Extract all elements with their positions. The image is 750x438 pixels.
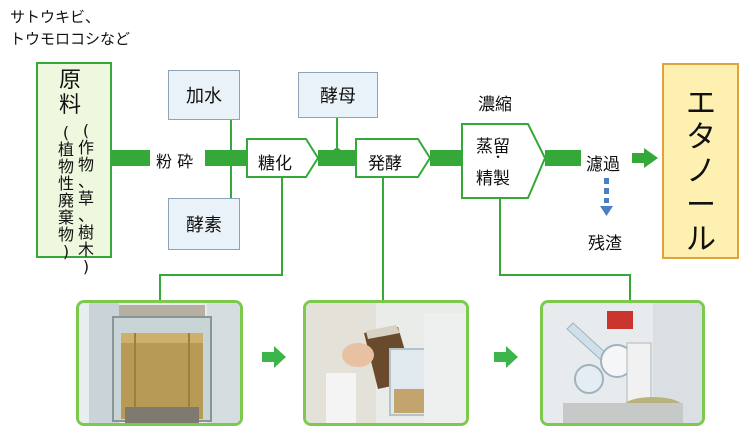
- flow-bar-sacch: [318, 150, 356, 166]
- residue-arrow-head: [600, 206, 613, 216]
- residue-label: 残渣: [588, 234, 622, 254]
- step-distill-label: 蒸留: [476, 137, 510, 157]
- flow-bar-distill: [545, 150, 581, 166]
- raw-material-title: 原 料: [58, 68, 81, 118]
- distillation-apparatus-photo: [540, 300, 705, 426]
- step-concentrate-label: 濃縮: [478, 95, 512, 115]
- water-input-box: 加水: [168, 70, 240, 120]
- step-ferment-label: 発酵: [368, 154, 402, 174]
- flow-bar-crush: [205, 150, 247, 166]
- ethanol-label: エ タ ノ ー ル: [686, 86, 716, 257]
- ethanol-product-box: エ タ ノ ー ル: [662, 63, 739, 259]
- water-enzyme-junction: [227, 154, 235, 162]
- fermentation-pouring-photo: [303, 300, 469, 426]
- raw-material-detail-col2: ( 作 物 、 草 、 樹 木 ): [78, 121, 95, 276]
- ethanol-arrow-shaft: [632, 153, 644, 163]
- flow-bar-ferment: [430, 150, 462, 166]
- step-refine-label: 精製: [476, 169, 510, 189]
- source-note-line1: サトウキビ、: [10, 8, 101, 26]
- source-note-line2: トウモロコシなど: [10, 30, 131, 48]
- distill-photo-connector: [499, 198, 631, 302]
- yeast-input-box: 酵母: [298, 72, 378, 118]
- saccharify-photo-connector: [159, 177, 283, 302]
- enzyme-input-box: 酵素: [168, 198, 240, 250]
- step-crush-label: 粉 砕: [156, 152, 194, 171]
- ferment-step-box: [355, 138, 432, 178]
- yeast-connector: [336, 118, 338, 152]
- photo-arrow-2: [506, 346, 518, 368]
- flow-bar-raw: [112, 150, 150, 166]
- yeast-junction: [333, 148, 341, 156]
- photo-arrow-1: [274, 346, 286, 368]
- raw-material-box: 原 料 ( 植 物 性 廃 棄 物 ) ( 作 物 、 草 、 樹 木 ): [36, 62, 112, 275]
- raw-material-detail-col1: ( 植 物 性 廃 棄 物 ): [58, 123, 75, 261]
- saccharification-tank-photo: [76, 300, 243, 426]
- distill-step-box: [461, 123, 547, 199]
- ethanol-arrow-head: [644, 148, 658, 168]
- step-distill-dot: ・: [492, 150, 505, 164]
- step-saccharify-label: 糖化: [258, 154, 292, 174]
- saccharify-step-box: [246, 138, 320, 178]
- step-filter-label: 濾過: [586, 155, 620, 175]
